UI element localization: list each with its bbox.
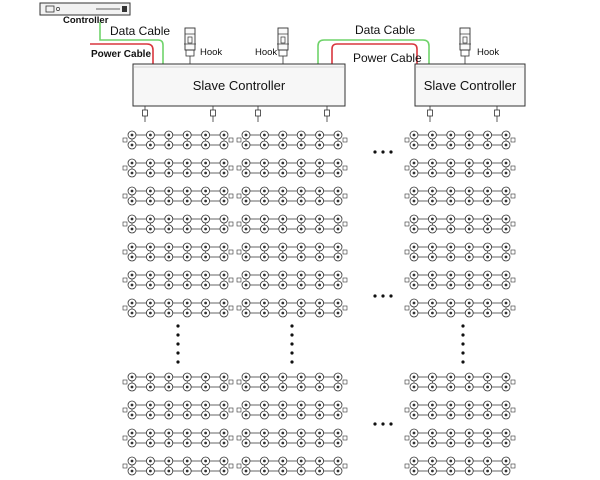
led-panel bbox=[236, 214, 348, 234]
led-panel bbox=[122, 242, 234, 262]
led-panel bbox=[236, 298, 348, 318]
led-panel bbox=[236, 186, 348, 206]
led-panel bbox=[404, 242, 516, 262]
led-panel bbox=[236, 242, 348, 262]
led-panel bbox=[122, 298, 234, 318]
hook-3-label: Hook bbox=[477, 47, 499, 58]
led-panel bbox=[122, 186, 234, 206]
panel-connector bbox=[210, 106, 216, 122]
slave-controller-right-label: Slave Controller bbox=[424, 78, 517, 93]
led-panel bbox=[404, 214, 516, 234]
data-cable-left bbox=[99, 22, 164, 76]
led-panel bbox=[122, 270, 234, 290]
data-cable-left-label: Data Cable bbox=[110, 24, 170, 38]
panel-connector bbox=[255, 106, 261, 122]
led-panel bbox=[404, 270, 516, 290]
led-panel bbox=[404, 130, 516, 150]
led-panel bbox=[122, 400, 234, 420]
controller-icon bbox=[39, 2, 131, 16]
panel-connector bbox=[142, 106, 148, 122]
led-panel bbox=[404, 372, 516, 392]
data-cable-right bbox=[317, 39, 430, 76]
ellipsis-vertical bbox=[461, 324, 465, 364]
led-panel bbox=[122, 456, 234, 476]
led-panel bbox=[236, 372, 348, 392]
led-panel bbox=[122, 158, 234, 178]
led-panel bbox=[404, 186, 516, 206]
led-panel bbox=[404, 158, 516, 178]
led-panel bbox=[404, 456, 516, 476]
led-panel bbox=[236, 428, 348, 448]
led-panel bbox=[236, 400, 348, 420]
hook-2-label: Hook bbox=[255, 47, 277, 58]
led-panel bbox=[236, 130, 348, 150]
led-panel bbox=[236, 270, 348, 290]
panel-connector bbox=[494, 106, 500, 122]
power-cable-right-label: Power Cable bbox=[353, 51, 422, 65]
led-panel bbox=[404, 298, 516, 318]
data-cable-right-label: Data Cable bbox=[355, 23, 415, 37]
hook-icon bbox=[277, 27, 289, 64]
ellipsis-vertical bbox=[176, 324, 180, 364]
ellipsis-vertical bbox=[290, 324, 294, 364]
ellipsis-horizontal bbox=[373, 150, 393, 154]
slave-controller-right bbox=[414, 63, 526, 107]
ellipsis-horizontal bbox=[373, 294, 393, 298]
hook-icon bbox=[184, 27, 196, 64]
slave-controller-left-label: Slave Controller bbox=[193, 78, 286, 93]
hook-1-label: Hook bbox=[200, 47, 222, 58]
power-cable-left bbox=[90, 43, 154, 76]
led-panel bbox=[122, 372, 234, 392]
led-panel bbox=[236, 158, 348, 178]
slave-controller-left bbox=[132, 63, 346, 107]
panel-connector bbox=[427, 106, 433, 122]
led-panel bbox=[404, 400, 516, 420]
power-cable-left-label: Power Cable bbox=[91, 49, 151, 60]
led-panel bbox=[236, 456, 348, 476]
led-panel bbox=[404, 428, 516, 448]
hook-icon bbox=[459, 27, 471, 64]
led-panel bbox=[122, 214, 234, 234]
led-panel bbox=[122, 130, 234, 150]
panel-connector bbox=[324, 106, 330, 122]
led-panel bbox=[122, 428, 234, 448]
controller-label: Controller bbox=[63, 15, 109, 26]
ellipsis-horizontal bbox=[373, 422, 393, 426]
power-cable-right bbox=[331, 43, 418, 76]
